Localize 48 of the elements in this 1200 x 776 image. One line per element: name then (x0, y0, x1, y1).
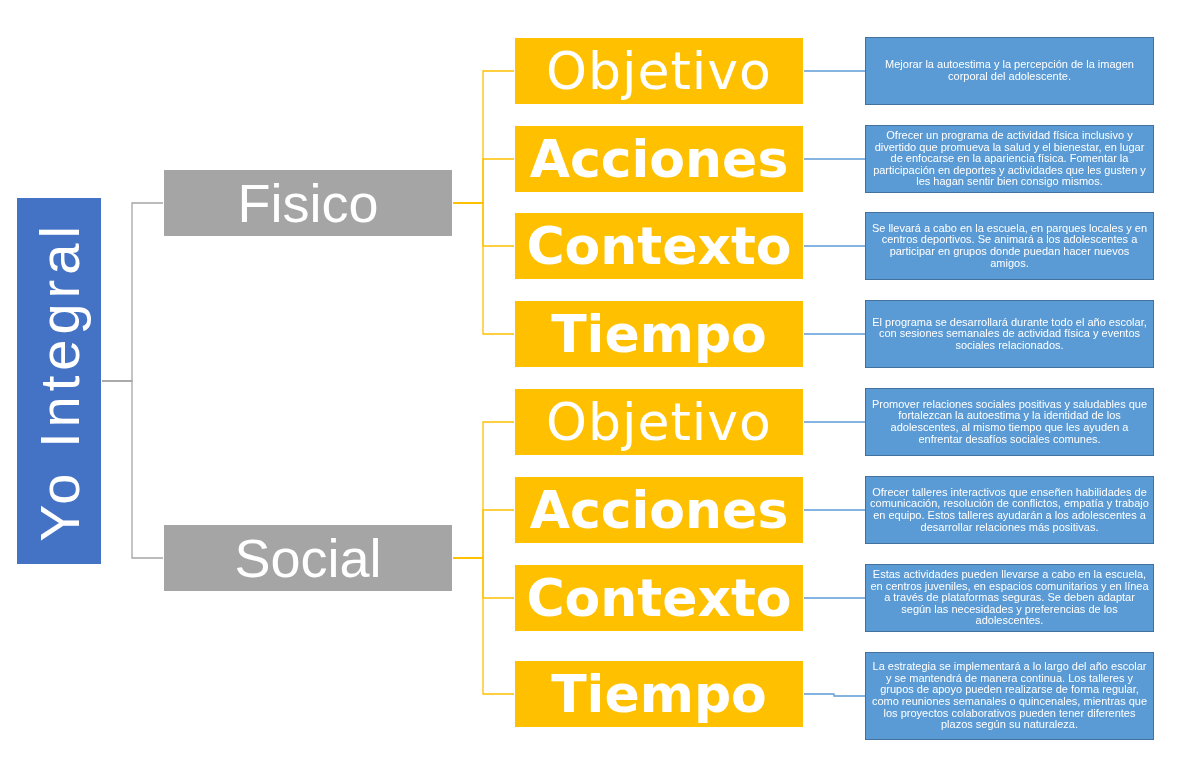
title-text: Yo Integral (26, 220, 92, 542)
connector-line (803, 509, 866, 511)
heading-box (514, 300, 804, 368)
heading-box (514, 660, 804, 728)
connector-line (803, 333, 866, 335)
heading-label: Contexto (526, 216, 792, 276)
description-box (865, 652, 1154, 740)
heading-label: Objetivo (546, 392, 772, 452)
description-text: La estrategia se implementará a lo largo del año escolar y se mantendrá de manera continua. Los talleres y grupos de apoyo pueden realizarse de forma regular, como reuniones semanales o quincenales, mientras que los proyectos colaborativos pueden tener diferentes plazos según su naturaleza. (870, 661, 1149, 731)
description-box (865, 300, 1154, 368)
description-text: El programa se desarrollará durante todo el año escolar, con sesiones semanales de actividad física y eventos sociales relacionados. (871, 316, 1148, 352)
connector-line (803, 693, 866, 697)
description-box (865, 476, 1154, 544)
category-label: Social (234, 527, 382, 589)
connector-line (452, 202, 515, 335)
heading-box (514, 37, 804, 105)
connector-line (101, 380, 164, 559)
heading-box (514, 125, 804, 193)
category-box (163, 524, 453, 592)
heading-box (514, 388, 804, 456)
heading-label: Contexto (526, 568, 792, 628)
connector-line (803, 70, 866, 72)
title-bar (16, 197, 102, 565)
heading-label: Objetivo (546, 41, 772, 101)
connector-line (803, 421, 866, 423)
description-text: Promover relaciones sociales positivas y saludables que fortalezcan la autoestima y la identidad de los adolescentes, al mismo tiempo que les ayuden a enfrentar desafíos sociales comunes. (870, 398, 1149, 446)
description-text: Se llevará a cabo en la escuela, en parques locales y en centros deportivos. Se animará a los adolescentes a participar en grupos donde puedan hacer nuevos amigos. (870, 222, 1149, 270)
description-box (865, 388, 1154, 456)
description-box (865, 37, 1154, 105)
connector-line (803, 158, 866, 160)
description-text: Ofrecer talleres interactivos que enseñen habilidades de comunicación, resolución de conflictos, empatía y trabajo en equipo. Estos talleres ayudarán a los adolescentes a desarrollar relaciones más positivas. (869, 486, 1150, 534)
heading-label: Acciones (529, 480, 789, 540)
heading-label: Tiempo (551, 304, 767, 364)
description-box (865, 212, 1154, 280)
category-label: Fisico (237, 172, 379, 234)
heading-box (514, 564, 804, 632)
description-box (865, 125, 1154, 193)
heading-label: Tiempo (551, 664, 767, 724)
connector-line (803, 597, 866, 599)
description-text: Ofrecer un programa de actividad física inclusivo y divertido que promueva la salud y el bienestar, en lugar de enfocarse en la apariencia física. Fomentar la participación en deportes y actividades que les gusten y les hagan sentir bien consigo mismos. (872, 130, 1147, 188)
category-box (163, 169, 453, 237)
connector-line (803, 245, 866, 247)
heading-label: Acciones (529, 129, 789, 189)
heading-box (514, 212, 804, 280)
description-text: Mejorar la autoestima y la percepción de la imagen corporal del adolescente. (884, 59, 1135, 83)
heading-box (514, 476, 804, 544)
connector-line (452, 557, 515, 695)
description-text: Estas actividades pueden llevarse a cabo en la escuela, en centros juveniles, en espacios comunitarios y en línea a través de plataformas seguras. Se deben adaptar según las necesidades y preferencias de los adolescentes. (869, 569, 1150, 627)
